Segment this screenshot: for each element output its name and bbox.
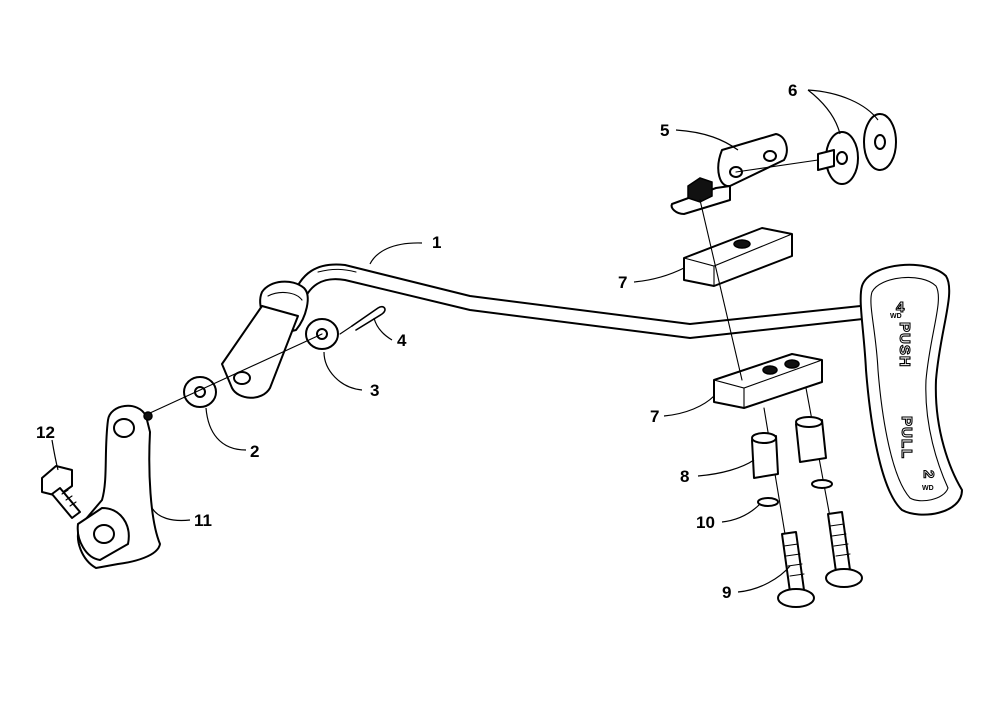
callout-7-lower: 7 [650,407,659,426]
clamp-block-upper [683,227,793,287]
clamp-block-lower [713,353,823,409]
axis-line [149,333,323,414]
callout-10: 10 [696,513,715,532]
knob-label-pull: PULL [898,416,915,459]
callout-5: 5 [660,121,669,140]
washer-2 [183,376,217,408]
callout-6: 6 [788,81,797,100]
knob-badge-top: 4 [896,299,905,316]
shift-rod [291,263,873,339]
knob-label-push: PUSH [896,322,913,368]
callout-9: 9 [722,583,731,602]
callout-7-upper: 7 [618,273,627,292]
callout-3: 3 [370,381,379,400]
callout-8: 8 [680,467,689,486]
link-arm [221,305,299,399]
mounting-bracket [670,133,788,215]
axis-line-vertical [699,199,743,381]
shift-lever-arm [76,405,161,569]
screw-right [825,511,863,588]
bolt-12 [41,465,81,519]
callout-1: 1 [432,233,441,252]
lock-washer-right [811,479,833,489]
knob-badge-bottom: 2 [920,470,937,479]
screw-left [777,531,815,608]
cotter-pin [339,305,386,335]
callout-2: 2 [250,442,259,461]
lock-washer-left [757,497,779,507]
spacer-right [795,416,827,463]
callout-12: 12 [36,423,55,442]
washers-6 [735,113,897,185]
leader-lines [51,89,879,593]
spacer-left [751,432,779,479]
knob-badge-top-sub: WD [890,313,902,320]
callout-4: 4 [397,331,407,350]
shift-knob: 4 WD PUSH PULL 2 WD [859,263,963,516]
callout-11: 11 [194,511,212,530]
callout-labels: 1 2 3 4 5 6 7 7 8 9 10 11 12 [36,81,797,602]
knob-badge-bottom-sub: WD [922,485,934,492]
